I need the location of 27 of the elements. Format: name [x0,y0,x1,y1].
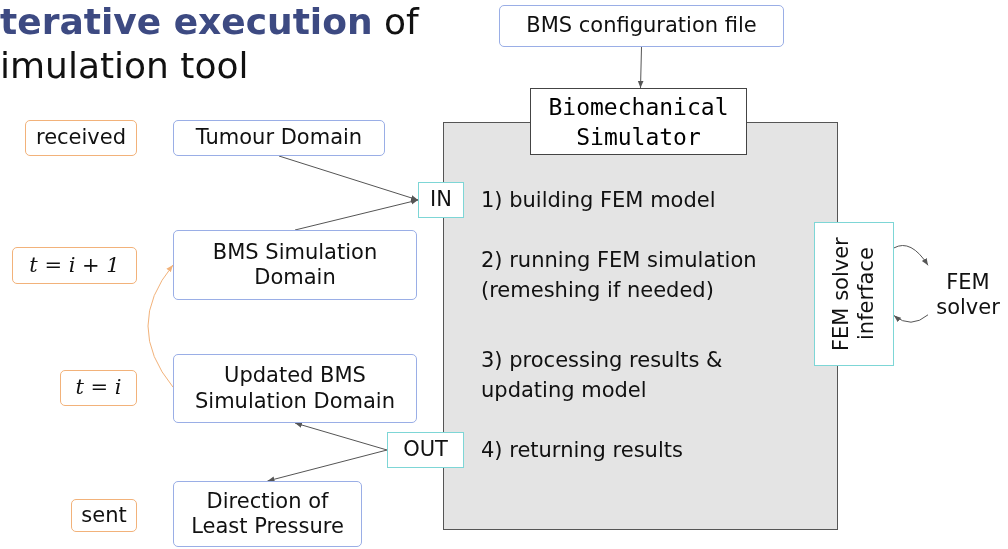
data-box: BMS configuration file [499,5,784,47]
step-text: 4) returning results [481,437,684,464]
time-label: received [25,120,137,156]
node-label: FEM solver [928,262,1008,328]
title: terative execution of imulation tool [0,0,421,88]
data-box: BMS Simulation Domain [173,230,417,300]
port-box: IN [418,182,464,218]
curved-arrow [147,264,174,388]
arrow [294,422,388,451]
curved-arrow [893,245,929,266]
step-text: 3) processing results & updating model [481,347,724,404]
data-box: Direction of Least Pressure [173,481,362,547]
data-box: Tumour Domain [173,120,385,156]
simulator-title: Biomechanical Simulator [530,88,747,155]
arrow [637,46,644,89]
arrow [294,198,419,231]
arrow [278,155,419,201]
arrow [267,449,388,482]
step-text: 1) building FEM model [481,187,717,214]
port-box: OUT [387,432,464,468]
time-label: sent [71,499,137,532]
interface-box: FEM solver inferface [814,222,894,366]
curved-arrow [893,314,929,323]
time-label: t = i [60,370,137,406]
time-label: t = i + 1 [12,247,137,284]
data-box: Updated BMS Simulation Domain [173,354,417,423]
step-text: 2) running FEM simulation (remeshing if needed) [481,247,758,304]
